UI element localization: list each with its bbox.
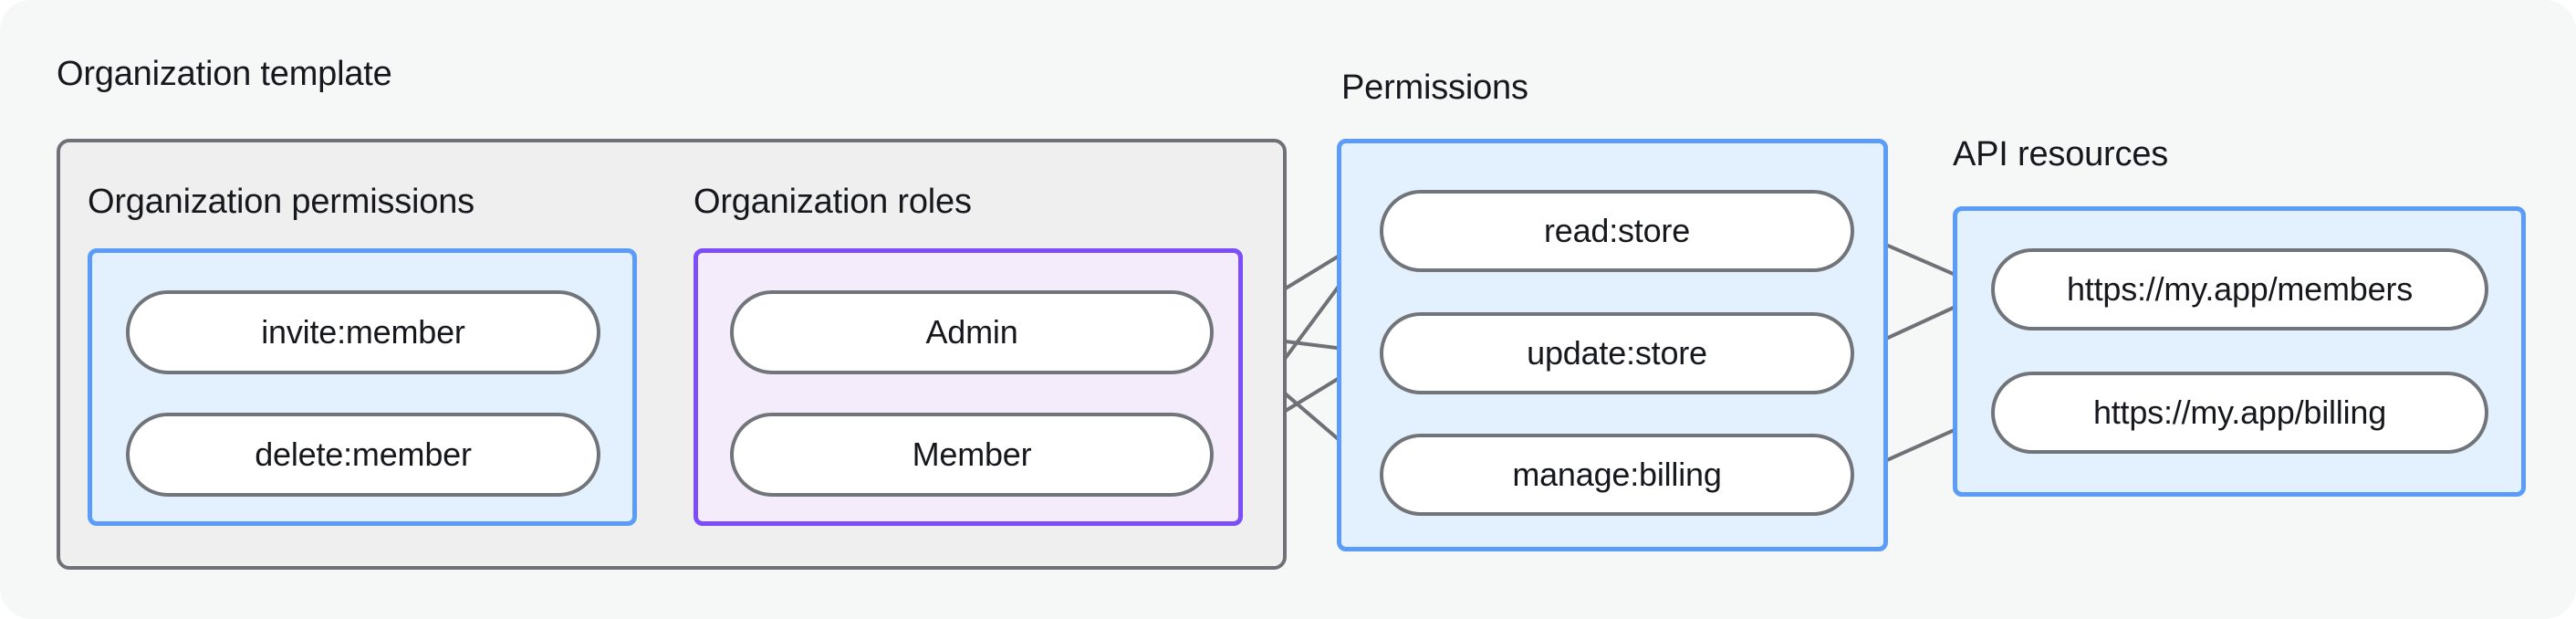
node-members-url[interactable]: https://my.app/members bbox=[1991, 248, 2488, 330]
node-billing-url[interactable]: https://my.app/billing bbox=[1991, 372, 2488, 454]
organization-permissions-title: Organization permissions bbox=[88, 183, 475, 221]
permissions-title: Permissions bbox=[1341, 68, 1528, 107]
node-manage-billing[interactable]: manage:billing bbox=[1380, 434, 1854, 516]
node-delete-member[interactable]: delete:member bbox=[126, 413, 600, 497]
node-admin[interactable]: Admin bbox=[730, 290, 1214, 374]
node-update-store[interactable]: update:store bbox=[1380, 312, 1854, 394]
organization-template-title: Organization template bbox=[57, 55, 392, 93]
node-member[interactable]: Member bbox=[730, 413, 1214, 497]
api-resources-title: API resources bbox=[1953, 135, 2169, 173]
node-read-store[interactable]: read:store bbox=[1380, 190, 1854, 272]
node-invite-member[interactable]: invite:member bbox=[126, 290, 600, 374]
organization-roles-title: Organization roles bbox=[694, 183, 972, 221]
